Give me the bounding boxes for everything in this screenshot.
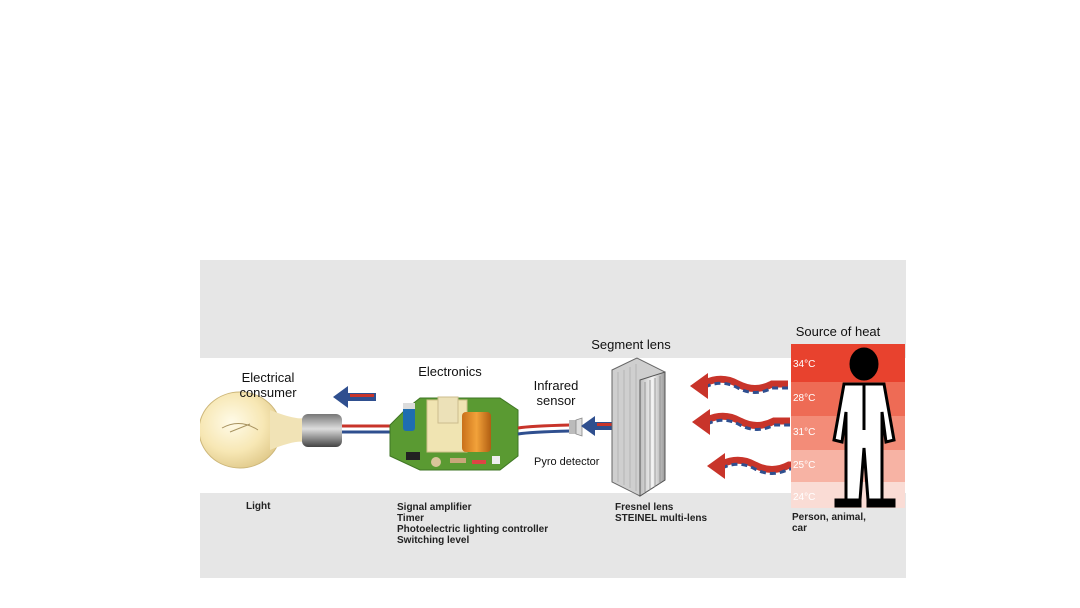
wire-board-sensor bbox=[517, 423, 571, 436]
electronics-title: Electronics bbox=[418, 364, 482, 379]
heat-wave-arrow-middle bbox=[692, 409, 790, 435]
pyro-sensor-icon bbox=[569, 417, 583, 437]
light-bulb-icon bbox=[200, 391, 342, 469]
heat-wave-arrow-top bbox=[690, 373, 788, 399]
temp-label-34: 34°C bbox=[793, 359, 816, 370]
pyro-detector-label: Pyro detector bbox=[534, 456, 600, 468]
source-caption-line-1: Person, animal, bbox=[792, 512, 866, 523]
lens-title: Segment lens bbox=[591, 337, 671, 352]
pir-sensor-diagram: 34°C 28°C 31°C 25°C 24°C Electrical cons… bbox=[200, 260, 906, 578]
diagram-graphics bbox=[200, 344, 905, 508]
lens-caption-line-1: Fresnel lens bbox=[615, 502, 674, 513]
consumer-title: Electrical consumer bbox=[228, 370, 308, 400]
consumer-caption: Light bbox=[246, 501, 271, 512]
sensor-title-line2: sensor bbox=[536, 393, 576, 408]
temp-label-24: 24°C bbox=[793, 492, 816, 503]
fresnel-lens-icon bbox=[611, 357, 666, 497]
lens-caption: Fresnel lens STEINEL multi-lens bbox=[615, 502, 707, 524]
temp-label-31: 31°C bbox=[793, 427, 816, 438]
output-arrow-icon bbox=[333, 386, 376, 408]
consumer-title-line1: Electrical bbox=[241, 370, 295, 385]
circuit-board-icon bbox=[389, 396, 519, 471]
sensor-title-line1: Infrared bbox=[533, 378, 579, 393]
source-caption-line-2: car bbox=[792, 523, 808, 534]
lens-caption-line-2: STEINEL multi-lens bbox=[615, 513, 708, 524]
sensor-input-arrow-icon bbox=[581, 416, 620, 436]
consumer-title-line2: consumer bbox=[239, 385, 297, 400]
temp-label-25: 25°C bbox=[793, 460, 816, 471]
sensor-title: Infrared sensor bbox=[522, 378, 590, 408]
source-caption: Person, animal, car bbox=[792, 512, 866, 534]
electronics-caption-line-2: Timer bbox=[397, 513, 425, 524]
temp-label-28: 28°C bbox=[793, 393, 816, 404]
heat-wave-arrow-bottom bbox=[707, 453, 800, 479]
heat-band-34 bbox=[791, 344, 905, 382]
source-title: Source of heat bbox=[795, 324, 881, 339]
person-silhouette-icon bbox=[832, 347, 896, 508]
electronics-caption-line-3: Photoelectric lighting controller bbox=[397, 524, 549, 535]
electronics-caption-line-1: Signal amplifier bbox=[397, 502, 472, 513]
electronics-caption: Signal amplifier Timer Photoelectric lig… bbox=[397, 502, 548, 546]
electronics-caption-line-4: Switching level bbox=[397, 535, 470, 546]
